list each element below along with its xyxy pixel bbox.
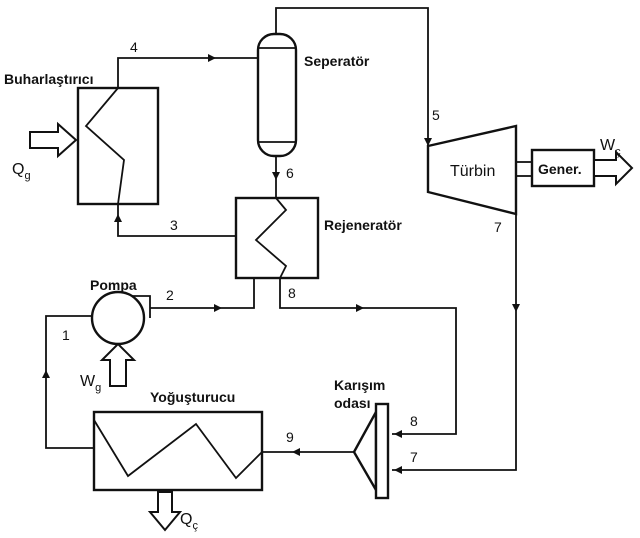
evaporator-box xyxy=(76,86,160,206)
arrow-5 xyxy=(424,138,432,146)
label-heat-out: Qç xyxy=(180,511,198,532)
arrow-7-in xyxy=(394,466,402,474)
separator-vessel xyxy=(256,32,298,158)
pump-circle xyxy=(90,290,146,346)
arrow-1 xyxy=(42,370,50,378)
state-8: 8 xyxy=(288,285,296,301)
arrow-8 xyxy=(356,304,364,312)
state-7: 7 xyxy=(494,219,502,235)
pipe-1 xyxy=(45,315,94,449)
pipe-7 xyxy=(392,214,517,471)
mixing-chamber xyxy=(352,411,378,495)
label-work-in: Wg xyxy=(80,373,101,394)
state-8-mix: 8 xyxy=(410,413,418,429)
heat-out-arrow xyxy=(147,491,183,532)
pipe-5 xyxy=(275,7,429,146)
label-generator: Gener. xyxy=(538,161,582,177)
state-1: 1 xyxy=(62,327,70,343)
label-mixing-line2: odası xyxy=(334,395,371,411)
pipe-8 xyxy=(279,278,457,435)
turbine-shape xyxy=(426,124,518,216)
heat-in-arrow xyxy=(29,121,78,159)
label-evaporator: Buharlaştırıcı xyxy=(4,71,93,87)
regenerator-coil xyxy=(254,197,288,279)
mixing-chamber-header xyxy=(374,402,390,500)
state-6: 6 xyxy=(286,165,294,181)
generator-box xyxy=(530,148,596,188)
state-9: 9 xyxy=(286,429,294,445)
work-in-arrow xyxy=(99,342,137,387)
label-heat-in: Qg xyxy=(12,161,31,182)
regenerator-box xyxy=(234,196,320,280)
arrow-6 xyxy=(272,172,280,180)
condenser-coil xyxy=(93,419,263,480)
pump-outlet xyxy=(132,295,151,318)
arrow-4 xyxy=(208,54,216,62)
arrow-3 xyxy=(114,214,122,222)
label-turbine: Türbin xyxy=(450,163,495,180)
pipe-2 xyxy=(150,278,255,309)
label-mixing-line1: Karışım xyxy=(334,377,385,393)
label-work-out: Wç xyxy=(600,137,621,158)
state-3: 3 xyxy=(170,217,178,233)
label-regenerator: Rejeneratör xyxy=(324,217,402,233)
pipe-4 xyxy=(117,57,258,88)
work-out-arrow xyxy=(593,149,634,187)
label-pump: Pompa xyxy=(90,277,137,293)
arrow-9 xyxy=(292,448,300,456)
evaporator-coil xyxy=(84,87,125,205)
arrow-7 xyxy=(512,304,520,312)
condenser-box xyxy=(92,410,264,492)
arrow-2 xyxy=(214,304,222,312)
arrow-8-in xyxy=(394,430,402,438)
state-2: 2 xyxy=(166,287,174,303)
state-4: 4 xyxy=(130,39,138,55)
state-7-mix: 7 xyxy=(410,449,418,465)
label-separator: Seperatör xyxy=(304,53,370,69)
label-condenser: Yoğuşturucu xyxy=(150,389,235,405)
state-5: 5 xyxy=(432,107,440,123)
